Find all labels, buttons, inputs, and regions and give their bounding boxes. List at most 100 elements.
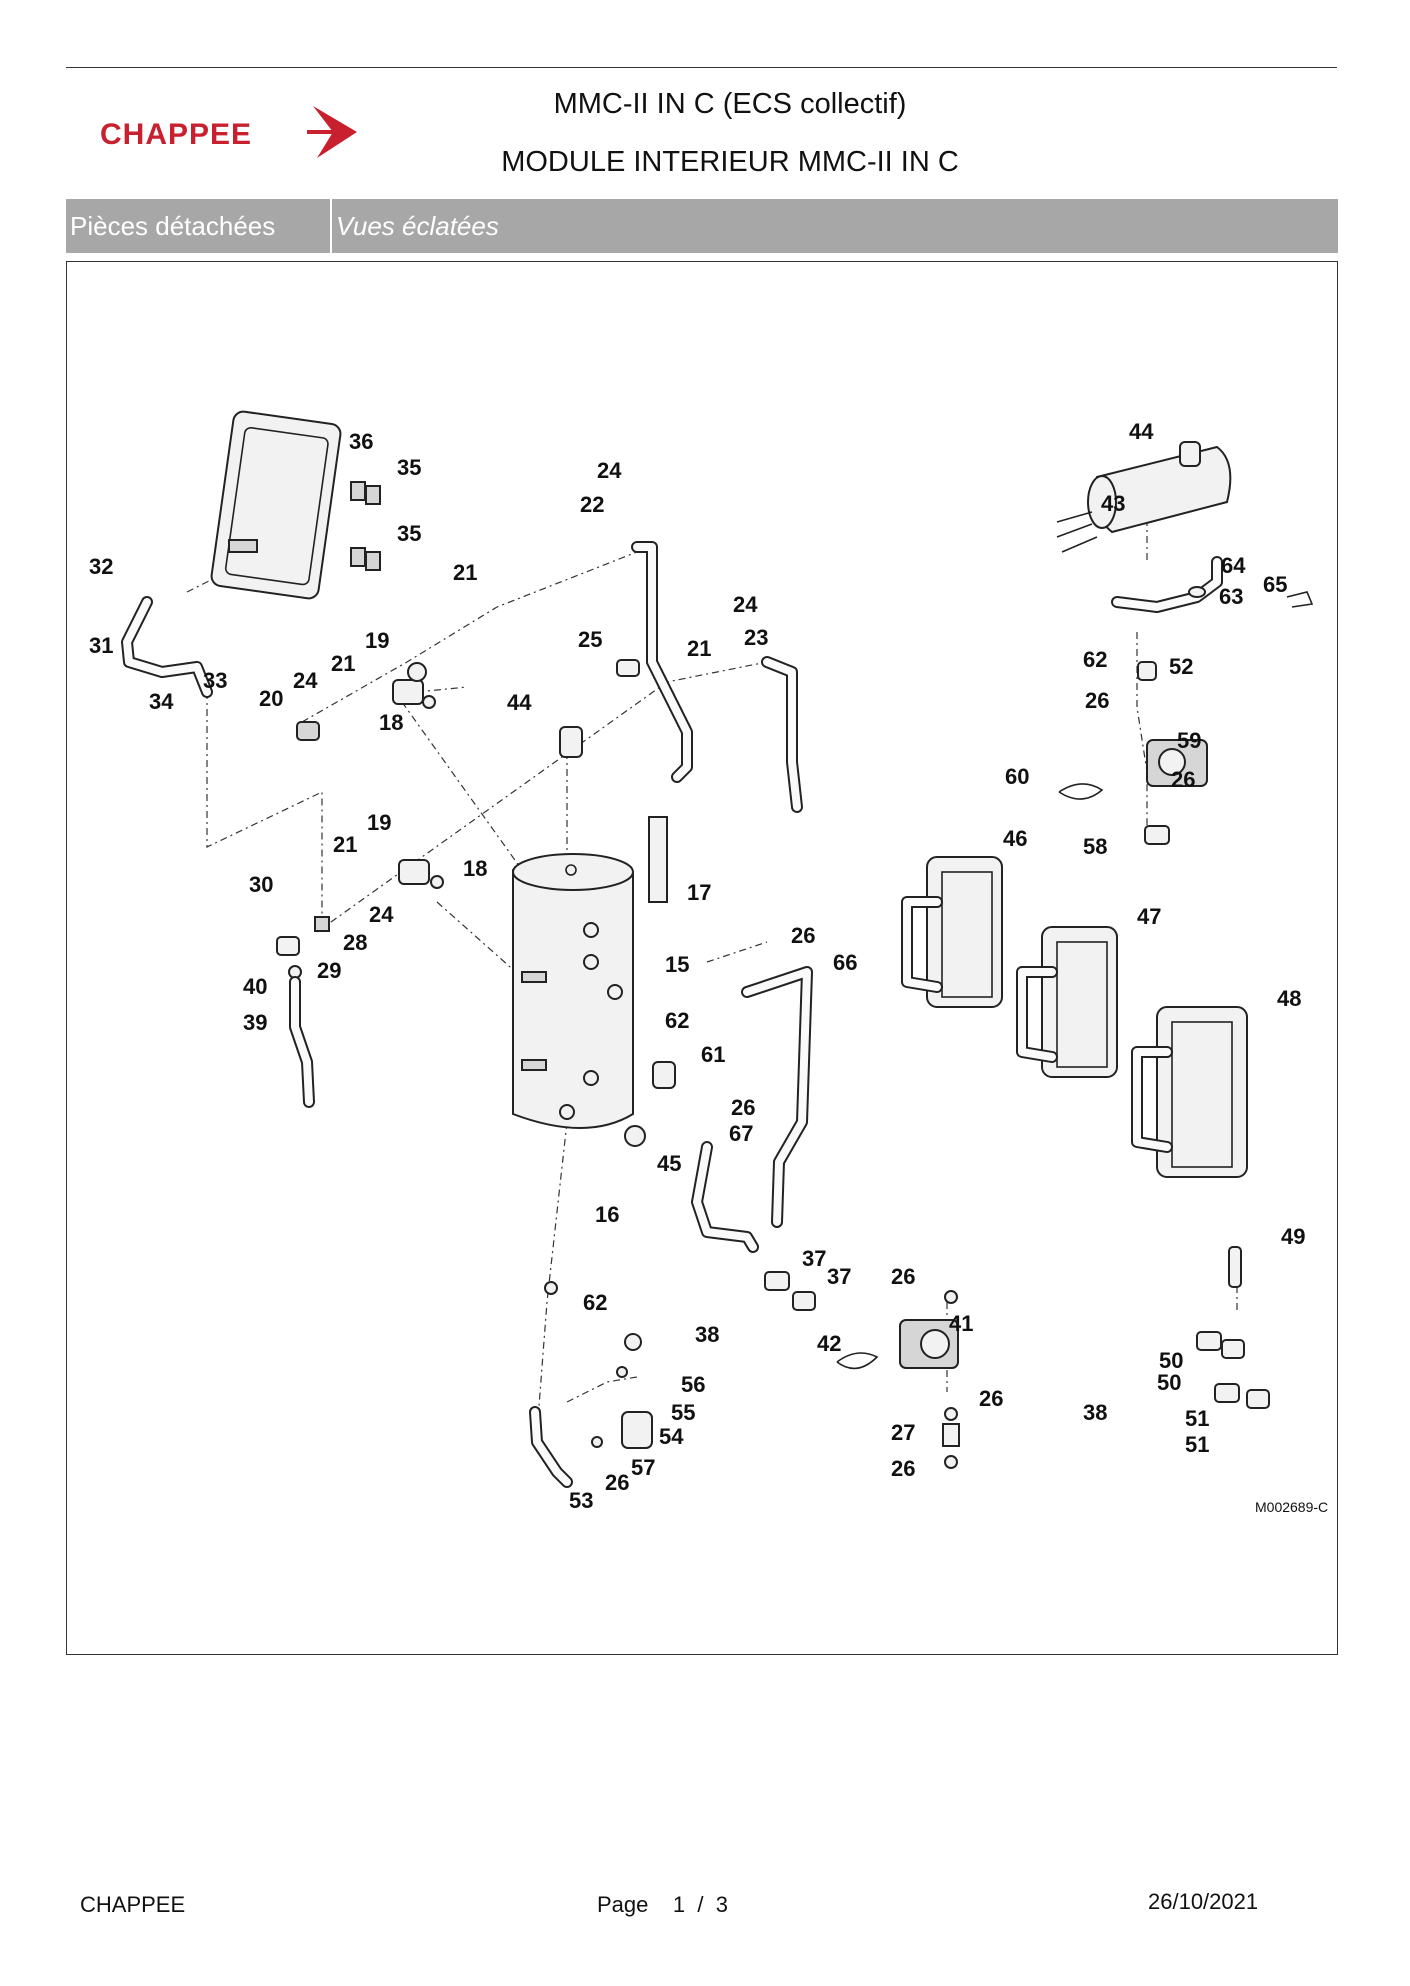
callout-19: 19 <box>365 628 389 653</box>
callout-53: 53 <box>569 1488 593 1513</box>
callout-61: 61 <box>701 1042 725 1067</box>
callout-38: 38 <box>695 1322 719 1347</box>
callout-62: 62 <box>1083 647 1107 672</box>
document-subtitle: MODULE INTERIEUR MMC-II IN C <box>501 146 959 178</box>
callout-47: 47 <box>1137 904 1161 929</box>
callout-21: 21 <box>331 651 355 676</box>
valve-group-lower <box>276 859 444 979</box>
callout-35: 35 <box>397 521 421 546</box>
callout-31: 31 <box>89 633 113 658</box>
callout-67: 67 <box>729 1121 753 1146</box>
callout-19: 19 <box>367 810 391 835</box>
callout-50: 50 <box>1157 1370 1181 1395</box>
pipe-67 <box>691 1141 759 1253</box>
callout-55: 55 <box>671 1400 695 1425</box>
callout-62: 62 <box>665 1008 689 1033</box>
callout-45: 45 <box>657 1151 681 1176</box>
callout-39: 39 <box>243 1010 267 1035</box>
air-vent-44-left <box>559 726 583 758</box>
callout-54: 54 <box>659 1424 684 1449</box>
section-bar: Pièces détachées Vues éclatées <box>66 199 1338 253</box>
callout-17: 17 <box>687 880 711 905</box>
electric-heater-43 <box>1056 441 1314 613</box>
callout-35: 35 <box>397 455 421 480</box>
callout-42: 42 <box>817 1331 841 1356</box>
valve-group-upper <box>296 662 436 741</box>
pipe-22 <box>631 541 693 783</box>
callout-24: 24 <box>369 902 394 927</box>
callout-57: 57 <box>631 1455 655 1480</box>
callout-26: 26 <box>791 923 815 948</box>
callout-49: 49 <box>1281 1224 1305 1249</box>
callout-30: 30 <box>249 872 273 897</box>
callout-15: 15 <box>665 952 689 977</box>
callout-59: 59 <box>1177 728 1201 753</box>
callout-51: 51 <box>1185 1406 1209 1431</box>
storage-tank <box>512 853 634 1129</box>
chappee-logo: CHAPPEE <box>100 96 370 166</box>
expansion-hose <box>121 596 213 698</box>
pipe-23 <box>761 656 803 813</box>
callout-44: 44 <box>1129 419 1154 444</box>
circulator-pump-59 <box>1058 661 1208 845</box>
callout-37: 37 <box>802 1246 826 1271</box>
callout-48: 48 <box>1277 986 1301 1011</box>
fitting-45 <box>624 1125 646 1147</box>
callout-38: 38 <box>1083 1400 1107 1425</box>
callout-34: 34 <box>149 689 174 714</box>
callout-22: 22 <box>580 492 604 517</box>
drain-assembly <box>529 1281 653 1488</box>
drain-hose <box>289 976 315 1108</box>
section-view-label: Vues éclatées <box>336 211 499 241</box>
callout-16: 16 <box>595 1202 619 1227</box>
callout-20: 20 <box>259 686 283 711</box>
callout-27: 27 <box>891 1420 915 1445</box>
callout-26: 26 <box>731 1095 755 1120</box>
callout-44: 44 <box>507 690 532 715</box>
page-label: Page <box>597 1892 649 1917</box>
page-number: 1 <box>672 1892 686 1917</box>
callout-26: 26 <box>979 1386 1003 1411</box>
callout-18: 18 <box>463 856 487 881</box>
callout-58: 58 <box>1083 834 1107 859</box>
footer-brand: CHAPPEE <box>80 1892 186 1917</box>
fitting-25 <box>616 659 640 677</box>
sensor-61 <box>652 1061 676 1089</box>
heat-exchanger-48 <box>1131 1006 1248 1178</box>
footer-date: 26/10/2021 <box>1148 1889 1259 1914</box>
document-title: MMC-II IN C (ECS collectif) <box>553 88 907 120</box>
callout-64: 64 <box>1221 553 1246 578</box>
callout-24: 24 <box>597 458 622 483</box>
callout-62: 62 <box>583 1290 607 1315</box>
diagram-reference-code: M002689-C <box>1255 1499 1328 1515</box>
callout-23: 23 <box>744 625 768 650</box>
callout-26: 26 <box>1171 767 1195 792</box>
callout-43: 43 <box>1101 491 1125 516</box>
heat-exchanger-47 <box>1016 926 1118 1078</box>
logo-wordmark: CHAPPEE <box>100 118 253 151</box>
page-indicator: Page 1 / 3 <box>597 1892 728 1918</box>
callout-28: 28 <box>343 930 367 955</box>
page-total: 3 <box>715 1892 728 1917</box>
callout-60: 60 <box>1005 764 1029 789</box>
callout-24: 24 <box>733 592 758 617</box>
callout-32: 32 <box>89 554 113 579</box>
callout-24: 24 <box>293 668 318 693</box>
callout-36: 36 <box>349 429 373 454</box>
logo-wing-icon <box>307 106 357 158</box>
callout-26: 26 <box>891 1264 915 1289</box>
expansion-vessel <box>210 410 342 600</box>
section-label: Pièces détachées <box>66 199 332 253</box>
clip-pair-upper <box>350 481 381 571</box>
heat-exchanger-46 <box>901 856 1003 1008</box>
callout-65: 65 <box>1263 572 1287 597</box>
callout-52: 52 <box>1169 654 1193 679</box>
callout-26: 26 <box>891 1456 915 1481</box>
fittings-50-51 <box>1196 1331 1270 1409</box>
callout-40: 40 <box>243 974 267 999</box>
callout-46: 46 <box>1003 826 1027 851</box>
fittings-37 <box>764 1271 816 1311</box>
callout-26: 26 <box>1085 688 1109 713</box>
callout-51: 51 <box>1185 1432 1209 1457</box>
